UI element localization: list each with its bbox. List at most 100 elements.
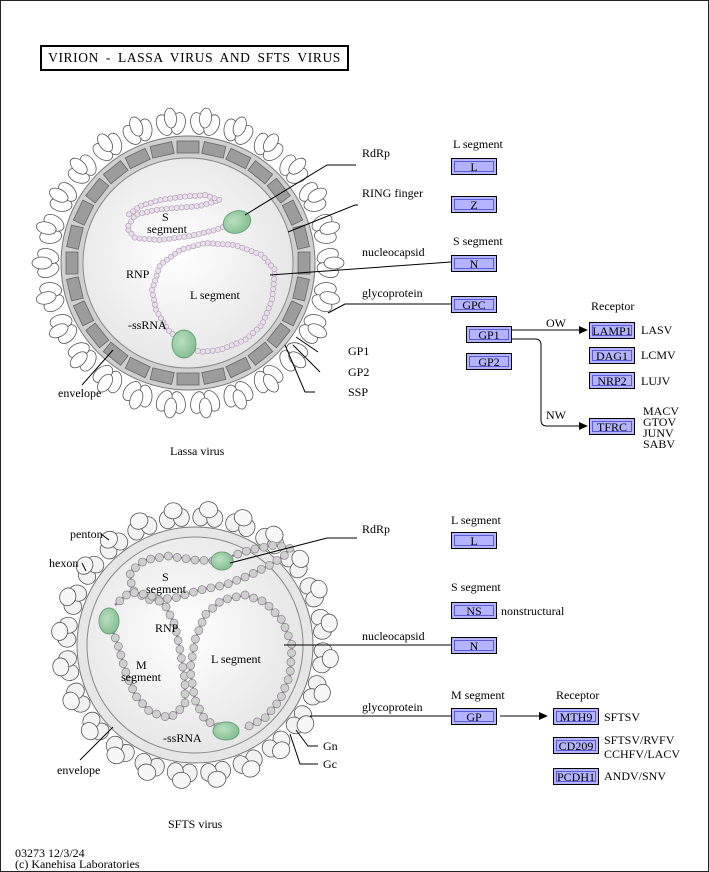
lassa-spike [316, 248, 345, 278]
sfts-spike [310, 609, 338, 640]
sfts-s-bead [126, 578, 136, 588]
sfts-m-segment-header: M segment [451, 688, 505, 702]
sfts-s-bead [190, 555, 200, 565]
lassa-s-bead [191, 232, 197, 238]
lassa-s-bead [202, 192, 208, 198]
sfts-spike-lobe [313, 683, 331, 703]
sfts-m-segment-inner-label: M [136, 658, 147, 672]
lassa-s-bead [171, 235, 178, 242]
sfts-s-bead [250, 544, 260, 554]
lassa-s-bead [151, 236, 158, 243]
gene-GP1[interactable]: GP1 [466, 326, 512, 343]
lassa-spike-lobe [97, 373, 113, 393]
receptor-DAG1[interactable]: DAG1 [589, 347, 635, 364]
receptor-CD209[interactable]: CD209 [553, 737, 599, 754]
gene-GP[interactable]: GP [451, 708, 497, 725]
sfts-l-bead [287, 639, 297, 649]
lassa-s-segment-header: S segment [453, 234, 503, 248]
sfts-spike [127, 512, 158, 541]
lassa-s-bead [192, 192, 199, 199]
sfts-m-bead [118, 659, 128, 669]
sfts-spike [200, 760, 231, 788]
sfts-s-bead [181, 554, 191, 564]
lassa-spike [223, 381, 254, 410]
lassa-l-bead [219, 241, 226, 248]
gene-GP1-label: GP1 [478, 327, 500, 342]
sfts-spike [134, 752, 165, 781]
receptor-LAMP1[interactable]: LAMP1 [589, 322, 635, 339]
lassa-spike-lobe [232, 116, 247, 137]
sfts-l-bead [187, 678, 197, 688]
lassa-s-bead [141, 235, 148, 242]
lassa-s-bead [193, 203, 200, 210]
lassa-l-bead [160, 259, 166, 266]
lassa-spike-lobe [36, 221, 57, 235]
sfts-s-segment-inner-label: S [162, 570, 169, 584]
lassa-ssp-label: SSP [348, 385, 369, 399]
lassa-l-bead [250, 330, 256, 336]
sfts-spike-lobe [52, 657, 70, 677]
lassa-glycoprotein-label: glycoprotein [362, 286, 423, 300]
gene-N-lassa[interactable]: N [451, 255, 497, 272]
gene-L-sfts[interactable]: L [451, 532, 497, 549]
gene-N-sfts[interactable]: N [451, 637, 497, 654]
lassa-matrix-block [247, 160, 274, 185]
lassa-l-bead [199, 348, 206, 355]
receptor-NRP2[interactable]: NRP2 [589, 372, 635, 389]
gene-L-lassa[interactable]: L [451, 158, 497, 175]
sfts-spike-lobe [172, 771, 191, 789]
sfts-spike-lobe [241, 760, 261, 778]
sfts-m-bead [175, 705, 185, 714]
lassa-spike [253, 365, 284, 394]
lassa-spike [190, 390, 221, 419]
gene-NS[interactable]: NS [451, 602, 497, 619]
sfts-spike [75, 555, 105, 585]
gene-GP2[interactable]: GP2 [466, 353, 512, 370]
gene-Z[interactable]: Z [451, 196, 497, 213]
receptor-PCDH1[interactable]: PCDH1 [553, 768, 599, 785]
lassa-spike [122, 381, 153, 410]
sfts-l-bead [194, 626, 204, 635]
lassa-spike [223, 116, 254, 145]
sfts-s-bead [223, 579, 233, 589]
lassa-matrix-block [66, 276, 84, 302]
lassa-l-bead [209, 240, 216, 247]
sfts-m-bead [132, 692, 141, 702]
sfts-s-bead [125, 569, 135, 579]
gene-GPC[interactable]: GPC [451, 296, 497, 313]
lassa-s-bead [167, 195, 174, 202]
sfts-s-bead [248, 569, 258, 578]
sfts-l-bead [215, 597, 224, 607]
sfts-l-bead [191, 634, 200, 644]
sfts-s-bead [197, 585, 207, 594]
lassa-matrix-block [124, 147, 151, 170]
sfts-spike-lobe [106, 746, 125, 765]
receptor-CD209-label: CD209 [558, 738, 594, 753]
lassa-s-bead [131, 234, 138, 241]
receptor-MTH9[interactable]: MTH9 [553, 708, 599, 725]
lassa-s-bead [198, 202, 205, 209]
sfts-m-bead [175, 644, 185, 654]
lassa-matrix-block [66, 224, 84, 250]
receptor-PCDH1-label: PCDH1 [556, 769, 595, 784]
lassa-rdrp-s [222, 210, 252, 234]
lassa-s-bead [128, 218, 135, 225]
lassa-s-bead [200, 229, 207, 236]
sfts-spike [105, 735, 135, 765]
lassa-l-segment-inner-label: L segment [190, 288, 240, 302]
sfts-m-bead [180, 689, 190, 699]
lassa-l-bead [246, 333, 253, 340]
sfts-s-bead [215, 581, 225, 591]
sfts-m-bead [165, 610, 175, 620]
sfts-l-bead [189, 687, 199, 697]
lassa-l-bead [253, 326, 260, 333]
receptor-TFRC[interactable]: TFRC [589, 418, 635, 435]
receptor-TFRC-virus-4: SABV [643, 437, 676, 451]
lassa-receptor-header: Receptor [591, 299, 635, 313]
lassa-l-bead [257, 323, 264, 330]
sfts-m-bead [124, 676, 134, 685]
lassa-spike-lobe [199, 397, 213, 419]
lassa-rdrp-label: RdRp [362, 146, 391, 160]
lassa-s-bead [162, 196, 169, 203]
sfts-rdrp-s [210, 551, 234, 571]
